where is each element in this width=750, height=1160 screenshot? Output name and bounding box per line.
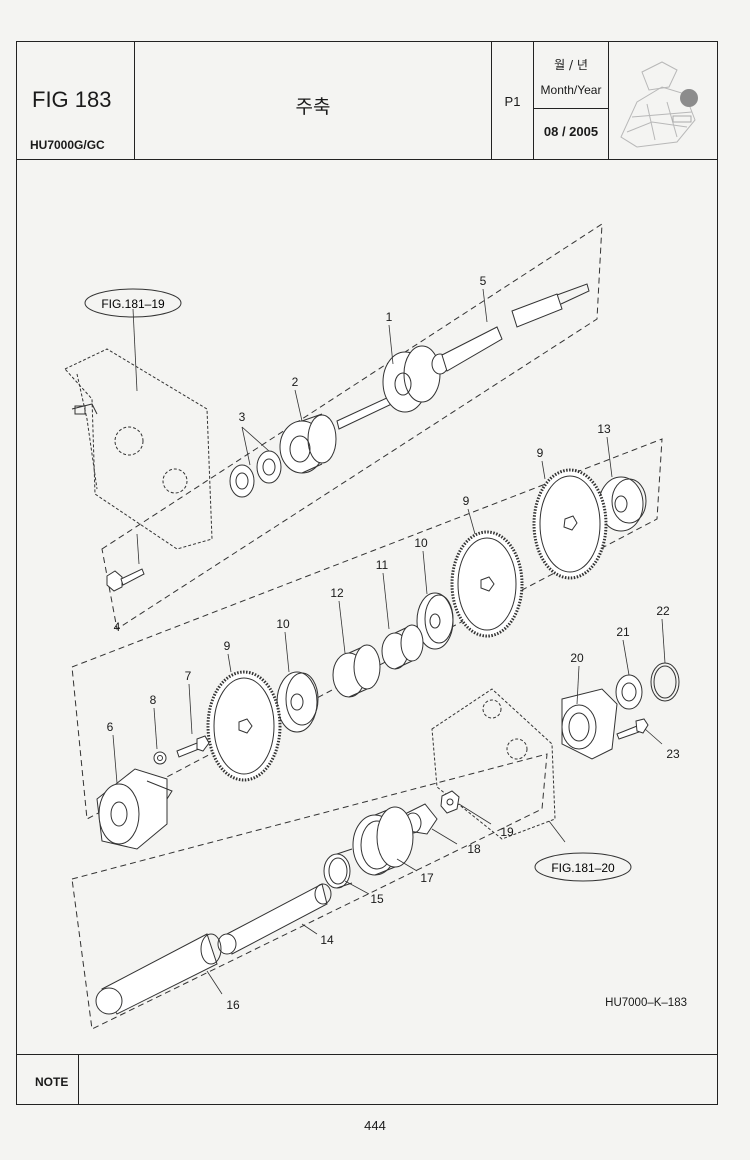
part-4-bolt <box>106 568 145 592</box>
part-15-ring <box>323 848 353 889</box>
part-9-gear-upper-right <box>532 468 608 580</box>
ref-label-fig-181-19: FIG.181–19 <box>101 297 165 311</box>
callout-5: 5 <box>480 274 487 288</box>
part-7-bolt <box>176 735 210 758</box>
part-22-snap-ring <box>650 662 680 702</box>
callout-19: 19 <box>500 825 514 839</box>
part-5-shaft <box>431 283 590 375</box>
callout-6: 6 <box>107 720 114 734</box>
note-section: NOTE <box>17 1054 717 1104</box>
part-8-washer <box>153 751 167 765</box>
callout-18: 18 <box>467 842 481 856</box>
callout-17: 17 <box>420 871 434 885</box>
callout-9-lower: 9 <box>224 639 231 653</box>
figure-number: FIG 183 <box>32 87 112 112</box>
date-divider <box>534 108 608 109</box>
callout-12: 12 <box>330 586 344 600</box>
header-bar: FIG 183 HU7000G/GC 주축 P1 월 / 년 Month/Yea… <box>17 42 717 160</box>
assembly-boundary-upper <box>101 223 603 630</box>
page-number: 444 <box>364 1118 386 1133</box>
fig-cell: FIG 183 HU7000G/GC <box>17 42 135 159</box>
page-code: P1 <box>504 94 521 109</box>
part-16-large-tube <box>95 933 222 1015</box>
model-code: HU7000G/GC <box>30 138 105 152</box>
callout-15: 15 <box>370 892 384 906</box>
part-13-cover <box>598 476 647 532</box>
callout-10-upper: 10 <box>414 536 428 550</box>
part-19-nut <box>440 790 460 814</box>
callout-16: 16 <box>226 998 240 1012</box>
callout-3: 3 <box>239 410 246 424</box>
callout-22: 22 <box>656 604 670 618</box>
part-14-tube <box>217 883 332 955</box>
part-9-gear-lower <box>206 670 282 782</box>
part-3-bearings <box>229 450 282 498</box>
callout-2: 2 <box>292 375 299 389</box>
ref-oval-fig-181-20 <box>534 852 632 882</box>
part-1-main-shaft <box>336 345 441 430</box>
part-23-bolt <box>616 718 649 740</box>
part-10-spacer-lower <box>276 671 319 733</box>
callout-11: 11 <box>376 558 389 572</box>
part-12-sleeve <box>332 644 381 698</box>
date-label-english: Month/Year <box>540 83 602 97</box>
callout-21: 21 <box>616 625 630 639</box>
callout-20: 20 <box>570 651 584 665</box>
machine-thumbnail-image <box>607 42 717 159</box>
part-2-collar <box>279 413 337 474</box>
callout-9-middle: 9 <box>463 494 470 508</box>
page-frame: FIG 183 HU7000G/GC 주축 P1 월 / 년 Month/Yea… <box>16 41 718 1105</box>
note-label: NOTE <box>17 1055 79 1104</box>
callout-8: 8 <box>150 693 157 707</box>
date-label-korean: 월 / 년 <box>554 58 588 72</box>
date-cell: 월 / 년 Month/Year 08 / 2005 <box>534 42 609 159</box>
part-17-bushing <box>352 806 414 876</box>
title-cell: 주축 <box>135 42 492 159</box>
ref-oval-fig-181-19 <box>84 288 182 318</box>
part-20-flange-housing <box>561 688 618 760</box>
exploded-view-drawing: FIG.181–19 FIG.181–20 1 2 3 4 5 6 7 8 9 … <box>64 223 680 1030</box>
page-title: 주축 <box>295 96 331 118</box>
housing-plate-left <box>64 348 213 550</box>
callout-4: 4 <box>114 620 121 634</box>
housing-plate-right <box>431 688 556 840</box>
part-10-spacer-upper <box>416 592 454 650</box>
callout-1: 1 <box>386 310 393 324</box>
part-11-sleeve <box>381 624 424 670</box>
callout-14: 14 <box>320 933 334 947</box>
part-9-gear-middle <box>450 530 524 638</box>
callout-9-upper: 9 <box>537 446 544 460</box>
ref-label-fig-181-20: FIG.181–20 <box>551 861 615 875</box>
callout-7: 7 <box>185 669 192 683</box>
page-code-cell: P1 <box>492 42 534 159</box>
assembly-boundary-middle <box>71 438 663 820</box>
leader-lines <box>112 288 666 995</box>
part-21-bearing <box>615 674 643 710</box>
part-6-hub <box>96 768 173 850</box>
date-value: 08 / 2005 <box>543 124 599 139</box>
callout-10-lower: 10 <box>276 617 290 631</box>
drawing-id: HU7000–K–183 <box>605 997 687 1009</box>
callout-23: 23 <box>666 747 680 761</box>
callout-13: 13 <box>597 422 611 436</box>
